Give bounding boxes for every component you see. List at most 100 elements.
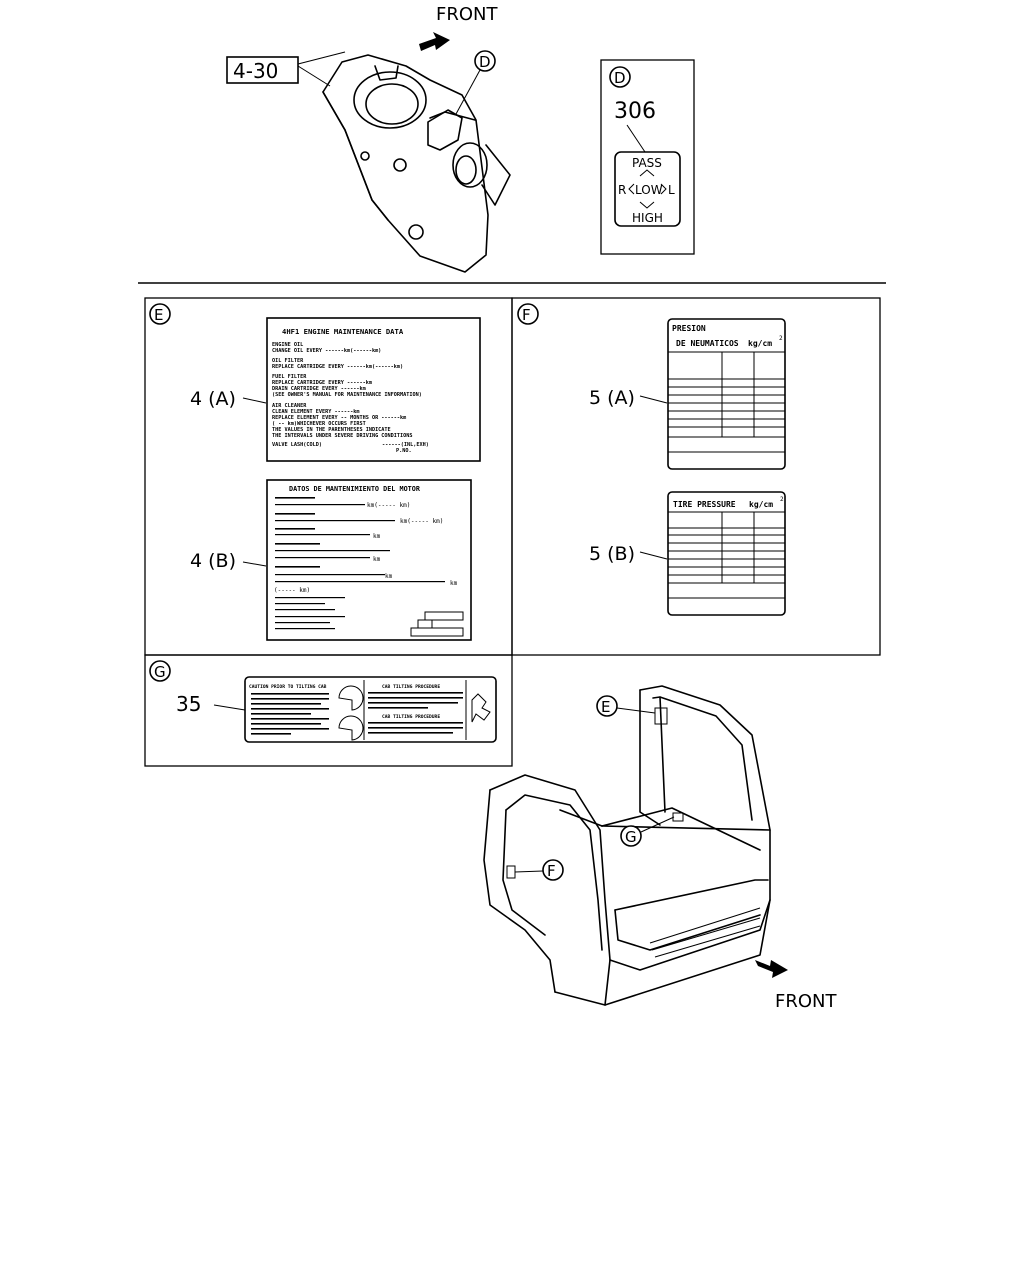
text-line — [275, 597, 345, 599]
part-no-306: 306 — [614, 99, 656, 124]
switch-label-plate — [614, 151, 681, 227]
label-b-km1: km(----- km) — [367, 502, 410, 509]
label-a-line: CHANGE OIL EVERY ------km(------km) — [272, 348, 381, 354]
text-line — [251, 713, 311, 715]
right-chevron-icon — [660, 183, 667, 195]
cab-door-inner — [502, 809, 546, 936]
mount-hole — [360, 151, 370, 161]
cab-door-frame — [489, 774, 611, 961]
text-line — [251, 733, 291, 735]
leader-line — [242, 561, 267, 567]
leader-line — [640, 816, 675, 833]
text-line — [275, 504, 365, 506]
part-ref-box — [226, 56, 299, 84]
tire-table-a — [668, 351, 785, 453]
callout-g-cab — [620, 825, 642, 847]
label-pass: PASS — [632, 156, 662, 170]
detail-panel-g: G 35 CAUTION PRIOR TO TILTING CAB CAB TI… — [144, 654, 513, 767]
label-f-b-title: TIRE PRESSURE — [673, 500, 736, 509]
text-line — [275, 497, 315, 499]
label-f-a-title2: DE NEUMATICOS — [676, 339, 739, 348]
label-location-g — [672, 812, 684, 822]
label-a-line: P.NO. — [396, 448, 412, 454]
cab-tilt-pictogram-icon — [338, 715, 364, 741]
text-line — [368, 732, 453, 734]
text-line — [275, 528, 315, 530]
leader-line — [455, 69, 481, 115]
panel-e-letter: E — [154, 306, 163, 324]
text-line — [275, 609, 335, 611]
mount-hole — [393, 158, 407, 172]
label-b-km6: km — [450, 580, 458, 587]
leader-line — [297, 65, 331, 87]
ref-5b: 5 (B) — [589, 543, 635, 565]
label-a-line: REPLACE CARTRIDGE EVERY ------km — [272, 380, 372, 386]
label-a-line: ENGINE OIL — [272, 342, 303, 348]
label-b-km7: (----- km) — [274, 587, 310, 594]
detail-panel-d: D 306 PASS R LOW L HIGH — [600, 59, 695, 255]
panel-f-frame — [511, 297, 881, 656]
label-a-line: AIR CLEANER — [272, 403, 307, 409]
leader-line — [639, 395, 668, 404]
ref-5a: 5 (A) — [589, 387, 635, 409]
text-line — [368, 702, 458, 704]
callout-f-cab-letter: F — [547, 862, 556, 880]
label-g-proc1-lines — [368, 692, 463, 709]
label-f-a-unit: kg/cm — [748, 339, 772, 348]
cab-grille-top — [614, 879, 769, 911]
detail-panel-f: F 5 (A) PRESION DE NEUMATICOS kg/cm 2 5 … — [511, 297, 881, 656]
text-line — [251, 728, 329, 730]
leader-line — [213, 704, 246, 711]
engine-maintenance-label-en — [266, 317, 481, 462]
ref-35: 35 — [176, 692, 201, 716]
label-b-lines: km(----- km) km(----- km) km km km km (-… — [274, 497, 464, 637]
front-arrow-cab-icon — [755, 960, 788, 978]
column-hole-inner — [365, 83, 419, 125]
value-box — [410, 627, 464, 637]
label-b-km2: km(----- km) — [400, 518, 443, 525]
cab-tilt-pictogram-icon — [338, 685, 364, 711]
value-box — [424, 611, 464, 621]
mount-hole — [408, 224, 424, 240]
truck-cab-drawing: E G F FRONT — [483, 685, 837, 1012]
callout-d-top — [474, 50, 496, 72]
label-a-line: OIL FILTER — [272, 358, 304, 364]
up-chevron-icon — [639, 169, 655, 177]
tire-pressure-label-en — [667, 491, 786, 616]
leader-line — [242, 397, 267, 404]
text-line — [251, 718, 329, 720]
text-line — [275, 581, 445, 583]
text-line — [251, 693, 329, 695]
label-a-line: DRAIN CARTRIDGE EVERY ------km — [272, 386, 366, 392]
text-line — [275, 616, 345, 618]
panel-e-letter-circle — [149, 303, 171, 325]
leader-line — [297, 51, 346, 65]
label-r: R — [618, 183, 626, 197]
text-line — [275, 622, 330, 624]
switch-knob-face — [455, 155, 477, 185]
cab-floor — [601, 807, 761, 851]
warning-pictogram-icon — [471, 693, 491, 723]
panel-g-letter-circle — [149, 660, 171, 682]
text-line — [368, 692, 463, 694]
ref-4b: 4 (B) — [190, 550, 236, 572]
panel-g-letter: G — [154, 663, 166, 681]
front-arrow-icon — [419, 32, 450, 51]
tire-table-b — [668, 511, 785, 599]
text-line — [275, 513, 315, 515]
cab-grille-lines — [649, 907, 761, 958]
text-line — [251, 723, 321, 725]
label-b-km4: km — [373, 556, 381, 563]
label-location-e — [654, 707, 668, 725]
callout-g-cab-letter: G — [625, 828, 637, 846]
bracket-notch — [374, 65, 399, 81]
cab-side-panel — [483, 789, 556, 993]
label-a-line: REPLACE ELEMENT EVERY -- MONTHS OR -----… — [272, 415, 406, 421]
label-b-km5: km — [385, 573, 393, 580]
column-hole — [353, 71, 427, 129]
left-chevron-icon — [628, 183, 635, 195]
bracket-edge — [322, 91, 346, 131]
